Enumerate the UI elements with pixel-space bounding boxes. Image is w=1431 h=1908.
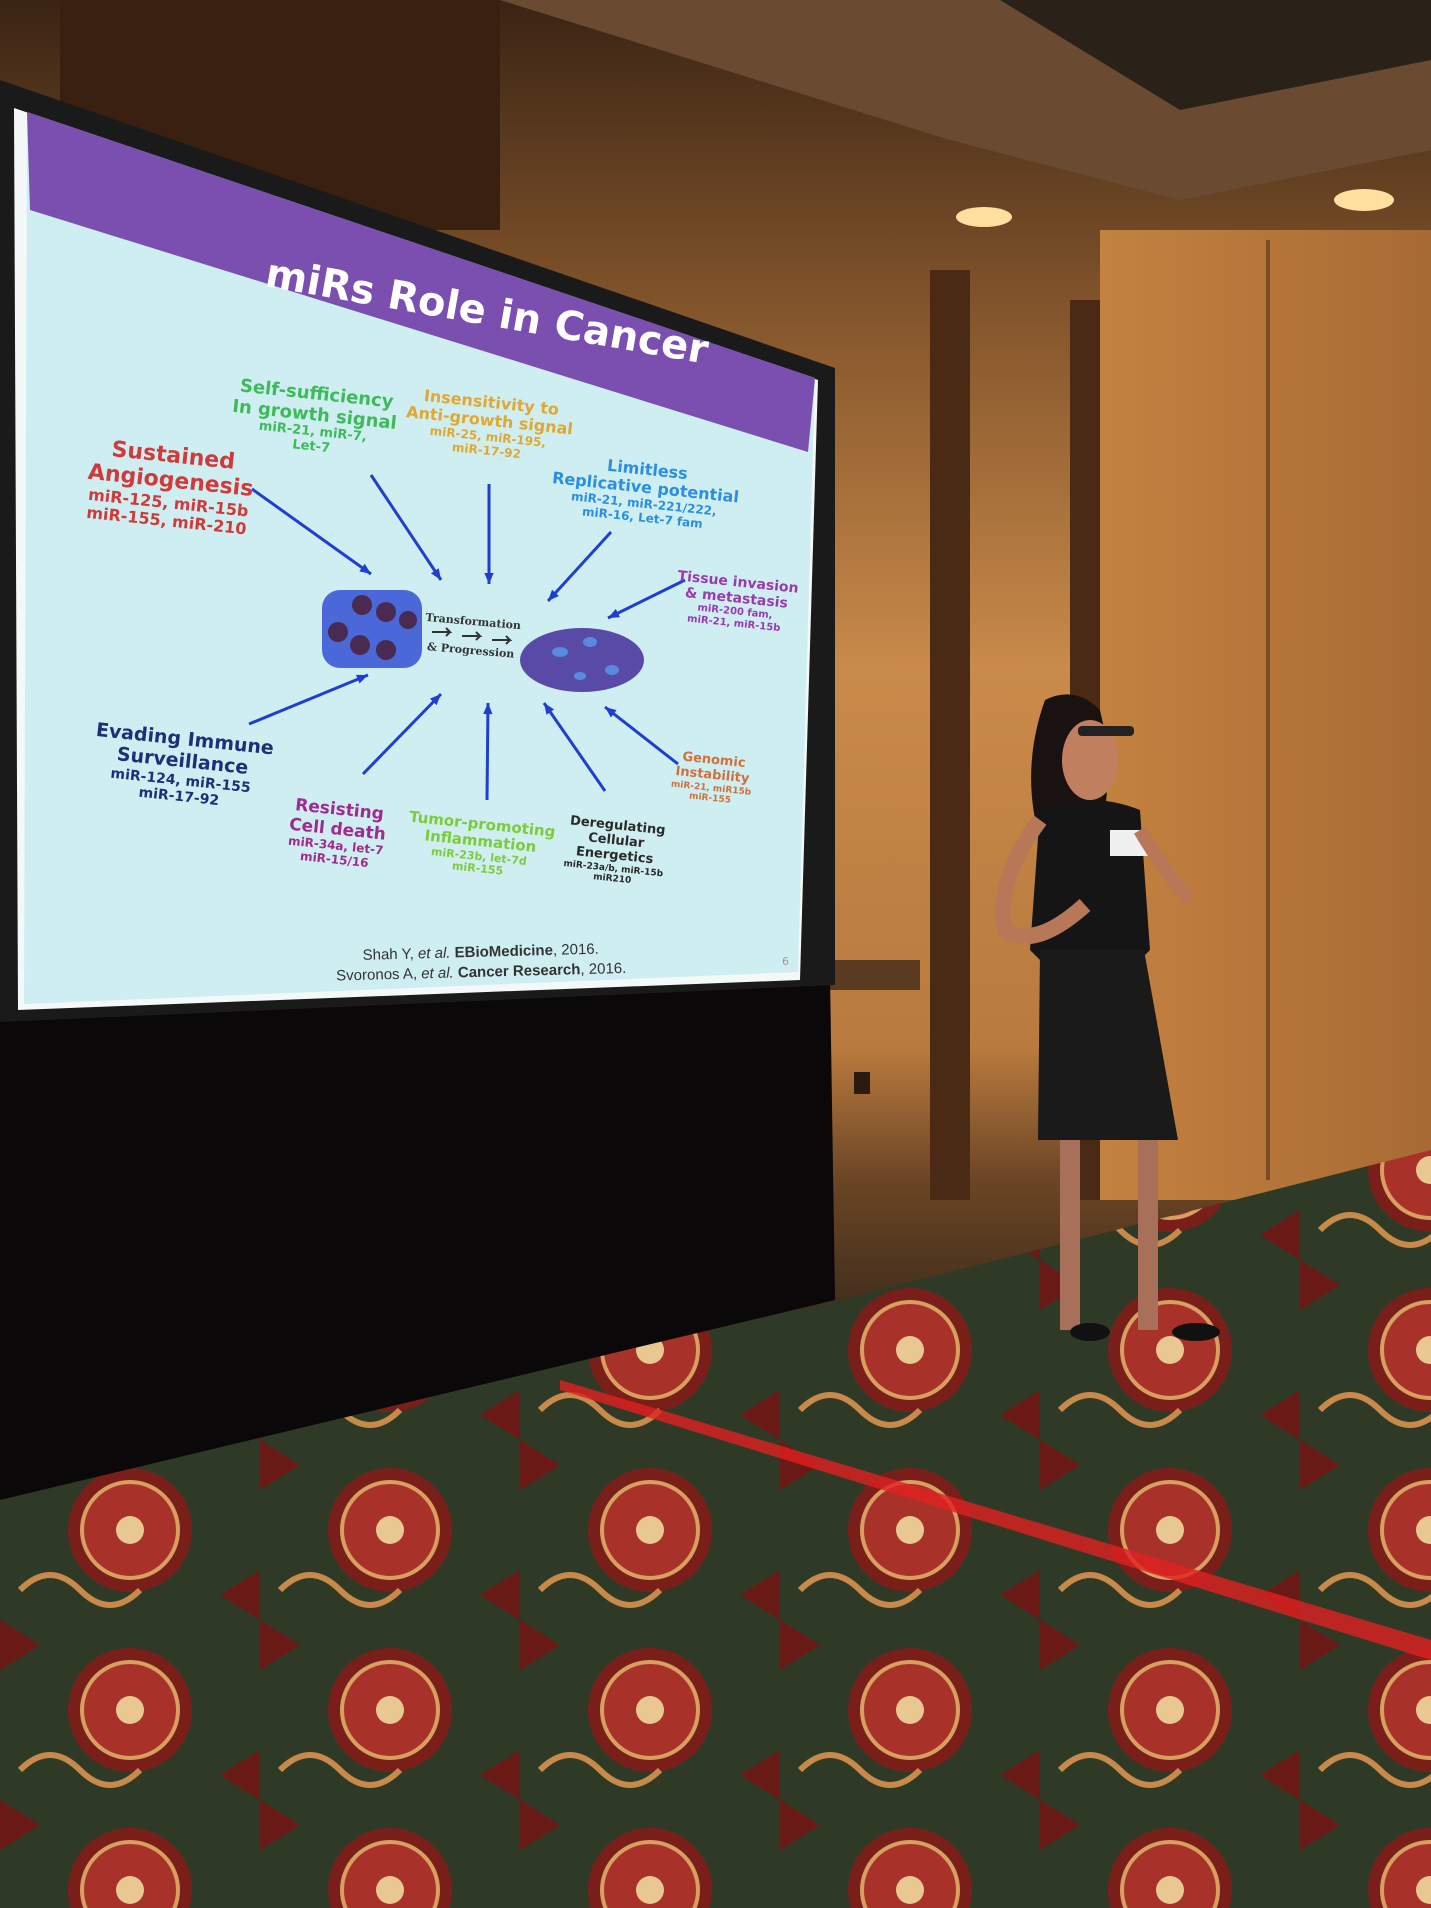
citation-year: , 2016.: [580, 960, 627, 979]
citation-year: , 2016.: [552, 940, 600, 959]
arrow-head-icon: [484, 572, 494, 584]
arrow-line: [485, 702, 490, 801]
arrow-line: [604, 705, 679, 766]
arm: [995, 815, 1091, 945]
normal-cells-illustration: [322, 590, 422, 668]
arrows-group: [248, 474, 686, 801]
arrow-head-icon: [430, 568, 441, 580]
arrow-head-icon: [483, 703, 493, 715]
arrow-head-icon: [356, 674, 368, 684]
arrow-head-icon: [544, 703, 555, 715]
slide-page-number: 6: [782, 955, 789, 968]
glasses: [1078, 726, 1134, 736]
cancer-cells-illustration: [520, 628, 644, 692]
wall-outlet: [854, 1072, 870, 1094]
ceiling-light: [956, 207, 1012, 227]
arrow-head-icon: [359, 563, 371, 574]
citation-journal: Cancer Research: [457, 961, 581, 982]
arrow-head-icon: [608, 608, 620, 618]
dress-skirt: [1038, 950, 1178, 1140]
citation-author: Shah Y,: [362, 945, 419, 964]
arrow-line: [248, 673, 369, 726]
arm: [1133, 826, 1196, 905]
arrow-head-icon: [548, 589, 559, 601]
dress-top: [1030, 800, 1150, 970]
face: [1062, 720, 1118, 800]
shoe: [1172, 1323, 1220, 1341]
carpet: [0, 1150, 1431, 1908]
shoe: [1070, 1323, 1110, 1341]
black-drape: [0, 975, 835, 1500]
arrow-head-icon: [605, 707, 617, 718]
wood-pillar: [930, 270, 970, 1200]
citation-etal: et al.: [417, 944, 455, 963]
center-label: Transformation & Progression: [422, 611, 522, 661]
citation-journal: EBioMedicine: [454, 941, 554, 962]
leg: [1060, 1140, 1080, 1330]
red-tape: [560, 1380, 1431, 1660]
arrow-head-icon: [429, 694, 441, 706]
arrow-line: [542, 702, 607, 792]
arrow-line: [251, 487, 372, 576]
arrow-line: [361, 692, 443, 776]
slide-header-bar: [27, 112, 815, 452]
arrow-line: [607, 578, 686, 620]
citation-author: Svoronos A,: [335, 965, 422, 985]
ceiling-light: [1334, 189, 1394, 211]
progression-arrows-icon: [432, 627, 513, 645]
citation-etal: et al.: [421, 964, 459, 983]
ceiling-recess: [1000, 0, 1431, 110]
leg: [1138, 1140, 1158, 1330]
arrow-line: [369, 474, 443, 581]
presenter: [995, 694, 1220, 1341]
arrow-line: [546, 530, 613, 603]
citations: Shah Y, et al. EBioMedicine, 2016. Svoro…: [335, 939, 627, 987]
